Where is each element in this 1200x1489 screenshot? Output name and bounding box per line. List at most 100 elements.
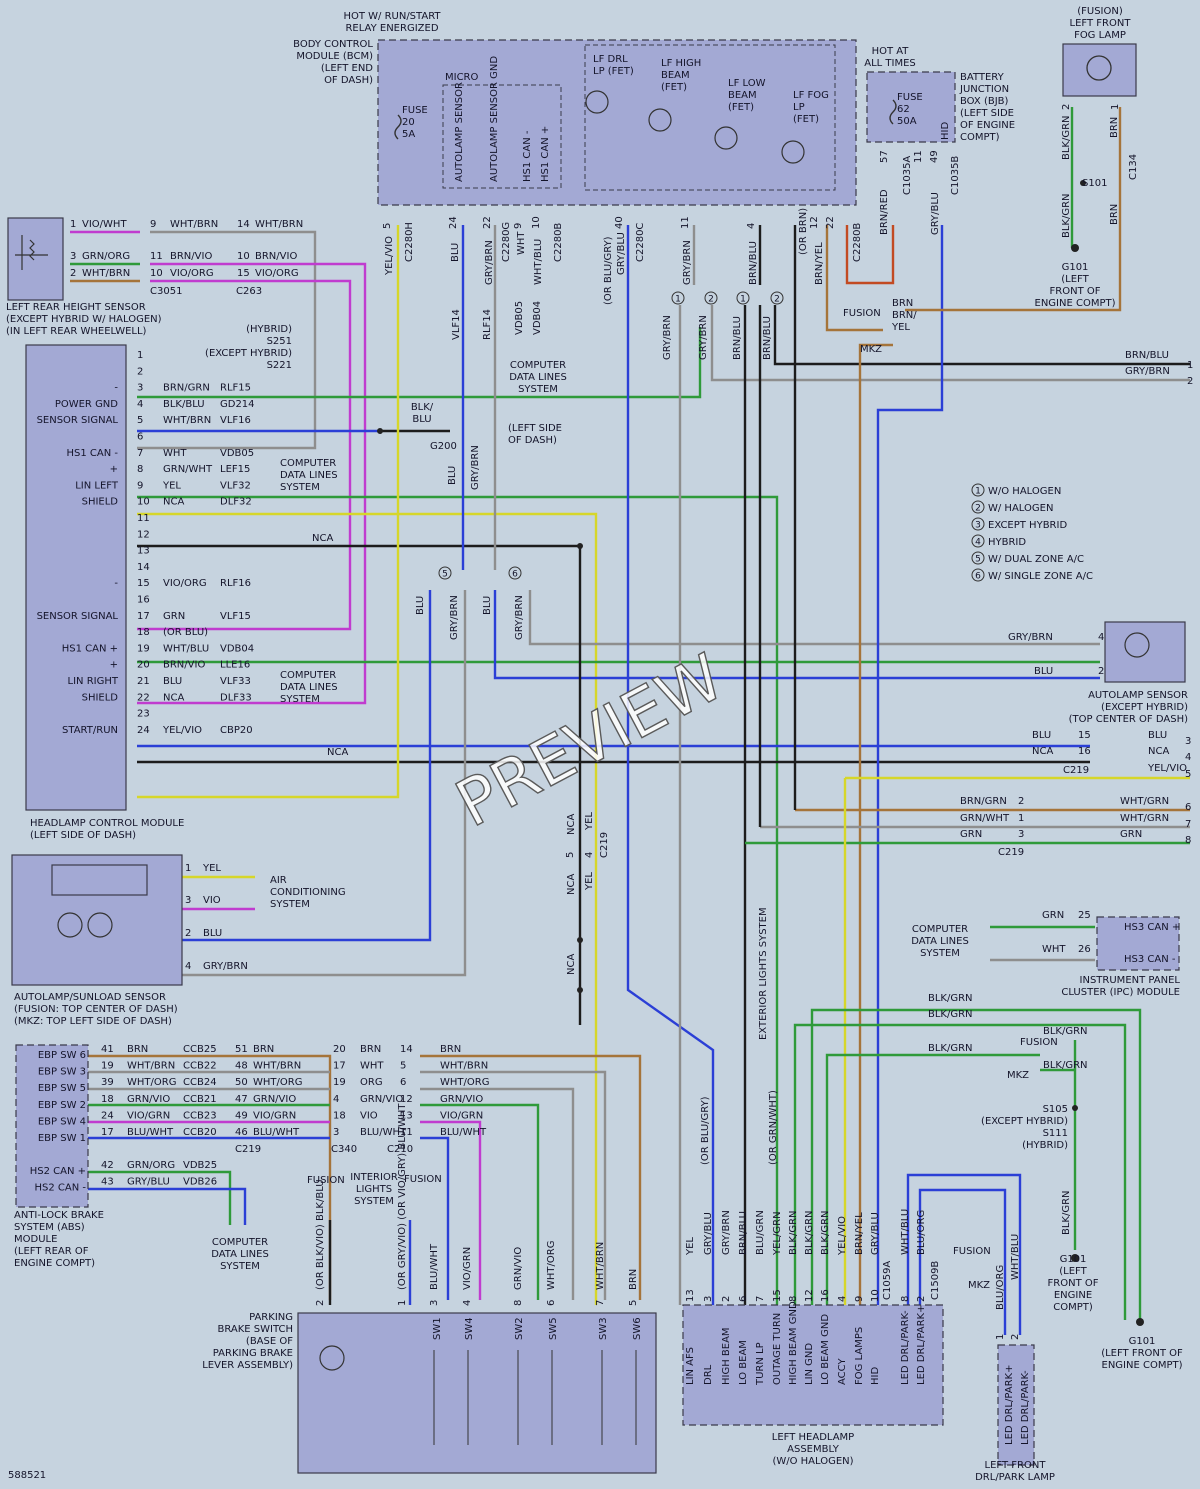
label: GRY/BLU [930, 192, 941, 235]
micro-box [442, 84, 562, 189]
label: BRAKE SWITCH [217, 1324, 293, 1335]
label: (OR BLK/VIO) BLK/BLU [315, 1179, 326, 1290]
label: OF DASH) [508, 435, 557, 446]
label: GRN [1042, 910, 1064, 921]
label: GRN/VIO [360, 1094, 403, 1105]
pin-number: 3 [70, 251, 76, 262]
label: GRY/BRN [1125, 366, 1170, 377]
connector-id: C219 [599, 832, 610, 858]
connector-id: C134 [1128, 154, 1139, 180]
label: BRN [1109, 204, 1120, 225]
label: VLF32 [220, 480, 251, 491]
pin-number: 17 [101, 1127, 114, 1138]
label: - [114, 383, 118, 394]
pin-number: 23 [137, 709, 150, 720]
pin-number: 11 [913, 150, 924, 163]
height-sensor-box [7, 217, 64, 301]
label: BLK/GRN [928, 1043, 973, 1054]
pin-number: 16 [137, 595, 150, 606]
wire-start-run [137, 225, 400, 799]
label: DLF33 [220, 692, 252, 703]
label: AUTOLAMP SENSOR [1088, 690, 1188, 701]
label: FRONT OF [1050, 286, 1101, 297]
pin-number: 12 [400, 1094, 413, 1105]
connector-id: C3051 [150, 286, 182, 297]
pin-number: 9 [137, 480, 143, 491]
label: GRY/BRN [484, 240, 495, 285]
label: WHT/BRN [440, 1061, 488, 1072]
label: YEL/VIO [837, 1216, 848, 1256]
label: VIO/ORG [255, 268, 299, 279]
pin-number: 8 [1185, 835, 1191, 846]
label: YEL [202, 863, 221, 874]
label: BRN [360, 1044, 381, 1055]
pin-number: 18 [101, 1094, 114, 1105]
pin-number: 4 [1185, 752, 1191, 763]
label: BEAM [661, 70, 690, 81]
label: EBP SW 5 [38, 1083, 86, 1094]
pin-number: 26 [1078, 944, 1091, 955]
label: FUSION [307, 1175, 345, 1186]
circuit-id: CCB24 [183, 1077, 217, 1088]
label: BRN/VIO [163, 660, 205, 671]
wire-sw3 [420, 1070, 607, 1300]
label: OUTAGE TURN [772, 1313, 783, 1385]
label: FUSION [1020, 1037, 1058, 1048]
wire-fog-feed [858, 343, 893, 1305]
connector-id: C2280B [553, 223, 564, 262]
fuse-62-icon [889, 99, 897, 125]
label: BRN/BLU [748, 241, 759, 285]
label: WHT [360, 1061, 384, 1072]
label: (BASE OF [246, 1336, 293, 1347]
label: WHT/BRN [82, 268, 130, 279]
label: DATA LINES [911, 936, 969, 947]
legend-marker [971, 483, 985, 497]
label: EBP SW 6 [38, 1050, 86, 1061]
label: (OR GRN/WHT) [768, 1090, 779, 1165]
pin-number: 5 [565, 852, 576, 858]
pin-number: 2 [721, 1296, 732, 1302]
label: GRY/BLU [703, 1212, 714, 1255]
pin-number: 13 [137, 546, 150, 557]
pin-number: 4 [137, 399, 143, 410]
label: BLU [450, 243, 461, 262]
label: BRN [628, 1269, 639, 1290]
connector-id: C1509B [930, 1261, 941, 1300]
label: SYSTEM [220, 1261, 260, 1272]
label: LIN GND [804, 1343, 815, 1385]
label: WHT/GRN [1120, 813, 1169, 824]
ground-icon [1071, 1254, 1079, 1262]
wire-hs2-plus [88, 1170, 232, 1225]
wire-sw1 [420, 1136, 450, 1300]
pin-number: 1 [1110, 104, 1121, 110]
label: BLU/WHT [127, 1127, 174, 1138]
label: BLU/GRN [755, 1210, 766, 1255]
legend-text: EXCEPT HYBRID [988, 520, 1067, 531]
label: ACCY [837, 1358, 848, 1385]
label: COMPT) [1053, 1302, 1093, 1313]
pin-number: 2 [1018, 796, 1024, 807]
bjb-box [866, 71, 956, 143]
label: (LEFT FRONT OF [1101, 1348, 1183, 1359]
label: WHT/BLU [533, 239, 544, 285]
pin-number: 17 [137, 611, 150, 622]
label: AIR [270, 875, 287, 886]
pin-number: 1 [70, 219, 76, 230]
label: LIN LEFT [75, 480, 119, 491]
label: (LEFT SIDE OF DASH) [30, 830, 136, 841]
legend-marker [971, 568, 985, 582]
pin-number: 4 [837, 1296, 848, 1302]
pin-number: 8 [788, 1296, 799, 1302]
connector-id: C219 [998, 847, 1024, 858]
pin-number: 5 [1185, 769, 1191, 780]
connector-id: C1035B [950, 156, 961, 195]
pin-number: 2 [1187, 376, 1193, 387]
label: (EXCEPT HYBRID) [205, 348, 292, 359]
label: BLK/ [411, 402, 434, 413]
label: VIO [360, 1110, 378, 1121]
label: BRN/YEL [814, 242, 825, 285]
label: RLF15 [220, 383, 251, 394]
label: POWER GND [55, 399, 118, 410]
label: HOT W/ RUN/START [343, 11, 441, 22]
option-number: 6 [512, 570, 518, 580]
